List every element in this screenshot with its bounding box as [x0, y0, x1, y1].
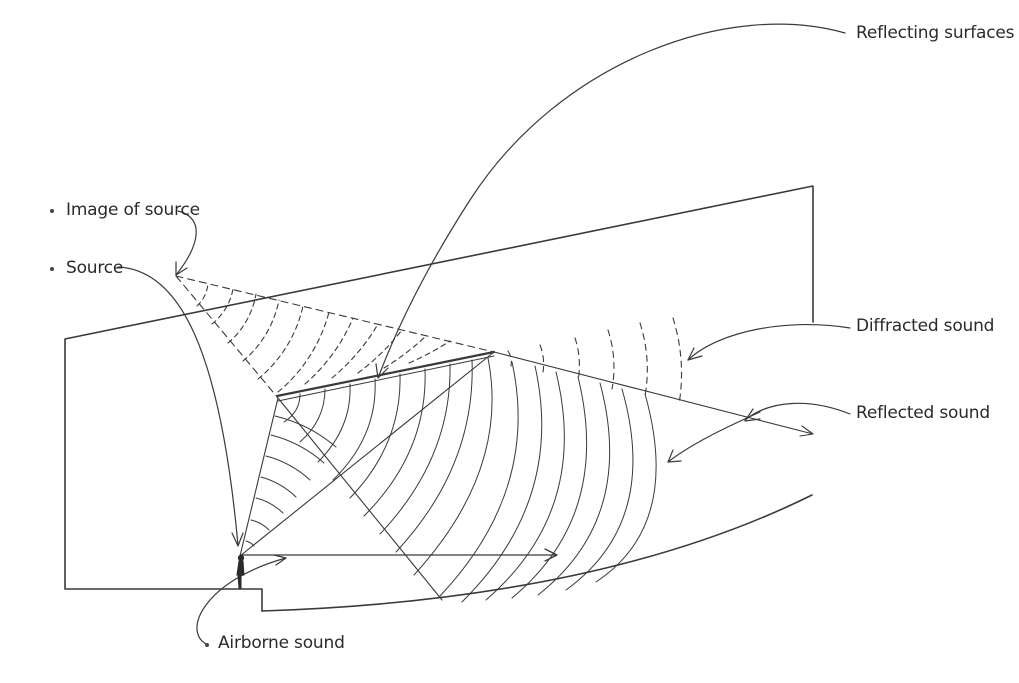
leader-reflected-sound-arrowhead	[744, 408, 761, 422]
room-outline	[64, 185, 814, 612]
source-ray-to-reflector-end	[239, 351, 495, 557]
image-wavefronts	[196, 282, 451, 393]
reflected-wavefronts-inner	[283, 359, 473, 553]
source-wavefronts	[245, 415, 337, 547]
leader-airborne-sound-arrowhead	[273, 554, 287, 566]
reflector-panel	[275, 350, 496, 398]
leader-airborne-sound	[196, 557, 287, 646]
leader-image-of-source-arrowhead	[175, 261, 188, 276]
label-reflecting-surfaces: Reflecting surfaces	[856, 23, 1015, 43]
leader-diffracted-sound	[687, 323, 851, 361]
diffracted-wavefronts	[507, 317, 683, 405]
label-diffracted-sound: Diffracted sound	[856, 316, 995, 336]
leader-source-arrowhead	[231, 532, 244, 547]
leader-image-of-source	[175, 210, 197, 276]
leader-reflecting-surfaces-arrowhead	[375, 363, 389, 379]
reflector-panel-edge	[277, 355, 495, 402]
leader-reflected-sound-2-arrowhead	[667, 449, 682, 463]
image-ray-to-reflector-start	[175, 275, 279, 399]
source-ray-to-reflector-start	[239, 397, 279, 557]
label-reflected-sound: Reflected sound	[856, 403, 990, 423]
reflected-ray-right-arrowhead	[799, 425, 814, 437]
label-image-of-source: Image of source	[66, 200, 200, 220]
leader-reflected-sound	[744, 402, 851, 421]
curved-floor	[261, 494, 813, 612]
label-airborne-sound: Airborne sound	[218, 633, 345, 653]
source-person-icon	[236, 554, 245, 589]
reflected-ray-right	[493, 351, 814, 435]
leader-reflecting-surfaces	[377, 23, 846, 379]
label-source: Source	[66, 258, 124, 278]
bullet-airborne-sound	[205, 643, 209, 647]
leader-diffracted-sound-arrowhead	[687, 347, 703, 361]
reflected-wavefronts-outer	[413, 357, 657, 603]
reflected-ray-floor	[277, 397, 443, 601]
leader-source	[117, 266, 239, 546]
image-ray-to-reflector-end	[175, 275, 495, 353]
leader-reflected-sound-2	[667, 411, 761, 463]
bullet-image-of-source	[50, 209, 54, 213]
bullet-source	[50, 267, 54, 271]
